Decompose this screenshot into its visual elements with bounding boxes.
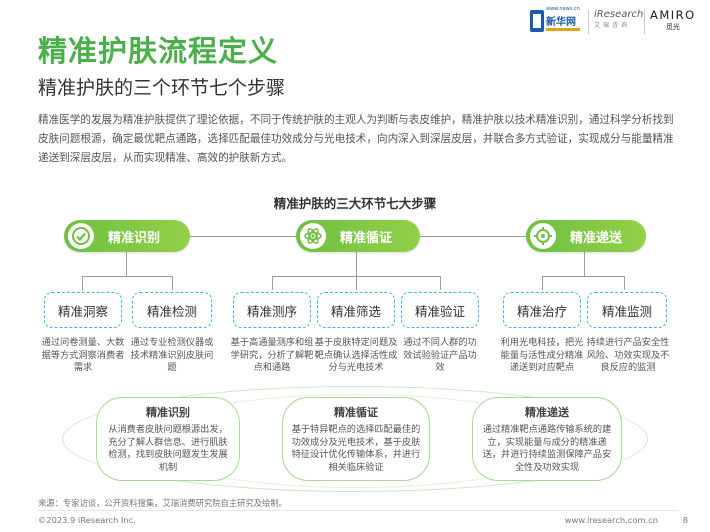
atom-icon [300, 223, 326, 249]
source-note: 来源：专家访谈，公开资料搜集，艾瑞消费研究院自主研究及绘制。 [38, 498, 287, 508]
step-desc: 通过问卷测量、大数据等方式洞察消费者需求 [41, 337, 125, 373]
page-subtitle: 精准护肤的三个环节七个步骤 [38, 77, 286, 99]
tree-line [584, 252, 585, 276]
summary-identify: 精准识别 从消费者皮肤问题根源出发，充分了解人群信息、进行肌肤检测，找到皮肤问题… [96, 397, 240, 481]
tree-line [542, 276, 624, 277]
tree-line [624, 276, 625, 290]
step-detect: 精准检测 [132, 292, 212, 328]
tree-line [542, 276, 543, 290]
crosshair-icon [530, 223, 556, 249]
stage-connector [420, 236, 526, 237]
xinhua-name: 新华网 [546, 17, 576, 28]
tree-line [356, 252, 357, 276]
step-screening: 精准筛选 [317, 292, 395, 328]
step-desc: 通过不同人群的功效试验验证产品功效 [403, 337, 477, 373]
stage-connector [190, 236, 296, 237]
step-validation: 精准验证 [401, 292, 479, 328]
summary-delivery: 精准递送 通过精准靶点通路传输系统的建立，实现能量与成分的精准递送，并进行持续监… [472, 397, 622, 481]
tree-line [440, 276, 441, 290]
tree-line [172, 276, 173, 290]
logo-divider [588, 10, 589, 34]
amiro-name: AMIRO [650, 8, 696, 22]
copyright: ©2023.9 iResearch Inc. [38, 515, 136, 525]
step-treatment: 精准治疗 [503, 292, 581, 328]
diagram-title: 精准护肤的三大环节七大步骤 [273, 196, 437, 211]
step-desc: 基于皮肤特定问题及靶点确认选择活性成分与光电技术 [314, 337, 398, 373]
step-desc: 持续进行产品安全性风险、功效实现及不良反应的监测 [586, 337, 670, 373]
summary-text: 基于特异靶点的选择匹配最佳的功效成分及光电技术，基于皮肤特征设计优化传输体系，并… [291, 424, 421, 473]
page-title: 精准护肤流程定义 [38, 34, 279, 68]
footer-divider [38, 510, 678, 511]
logo-divider-2 [644, 10, 645, 34]
tree-line [356, 276, 357, 290]
intro-paragraph: 精准医学的发展为精准护肤提供了理论依据，不同于传统护肤的主观人为判断与表皮维护，… [38, 114, 674, 164]
tree-line [126, 252, 127, 276]
step-desc: 利用光电科技，把光能量与活性成分精准递送到对应靶点 [500, 337, 584, 373]
target-check-icon [68, 223, 94, 249]
stage-identify: 精准识别 [64, 220, 190, 252]
stage-delivery: 精准递送 [526, 220, 646, 252]
amiro-cn: 觅光 [665, 23, 680, 31]
stage-label: 精准识别 [108, 230, 161, 246]
stage-evidence: 精准循证 [296, 220, 420, 252]
step-insight: 精准洞察 [44, 292, 122, 328]
page-number: 8 [682, 515, 688, 525]
iresearch-cn: 艾瑞咨询 [594, 22, 631, 29]
summary-text: 通过精准靶点通路传输系统的建立，实现能量与成分的精准递送，并进行持续监测保障产品… [482, 424, 612, 473]
amiro-logo: AMIRO 觅光 [650, 8, 696, 32]
summary-title: 精准递送 [525, 406, 569, 419]
step-desc: 通过专业检测仪器或技术精准识别皮肤问题 [130, 337, 214, 373]
tree-line [82, 276, 172, 277]
step-monitoring: 精准监测 [587, 292, 667, 328]
tree-line [82, 276, 83, 290]
tree-line [272, 276, 273, 290]
summary-title: 精准识别 [146, 406, 190, 419]
stage-label: 精准循证 [340, 230, 393, 246]
xinhua-url: www.news.cn [546, 6, 580, 12]
website-link[interactable]: www.iresearch.com.cn [564, 515, 658, 525]
step-desc: 基于高通量测序和组学研究，分析了解靶点和通路 [230, 337, 314, 373]
stage-label: 精准递送 [570, 230, 623, 246]
summary-text: 从消费者皮肤问题根源出发，充分了解人群信息、进行肌肤检测，找到皮肤问题发生发展机… [108, 424, 228, 473]
step-sequencing: 精准测序 [233, 292, 311, 328]
summary-evidence: 精准循证 基于特异靶点的选择匹配最佳的功效成分及光电技术，基于皮肤特征设计优化传… [282, 397, 430, 481]
iresearch-name: iResearch [594, 9, 644, 20]
xinhua-logo: www.news.cn 新华网 [530, 6, 582, 36]
summary-title: 精准循证 [334, 406, 378, 419]
iresearch-logo: iResearch 艾瑞咨询 [594, 9, 643, 29]
